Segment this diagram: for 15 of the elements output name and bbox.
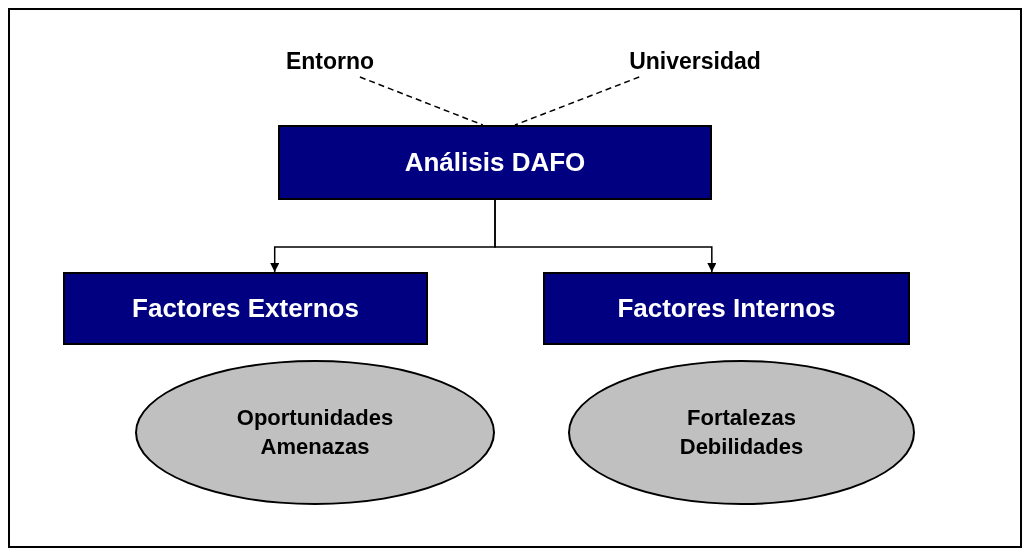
node-text: Debilidades — [679, 432, 804, 461]
node-label: Universidad — [629, 47, 761, 75]
dashed-line — [359, 76, 484, 126]
node-label: Entorno — [285, 47, 375, 75]
node-text: Oportunidades — [236, 403, 394, 432]
node-text: Factores Internos — [617, 293, 836, 324]
arrow — [494, 199, 717, 273]
node-text: Factores Externos — [132, 293, 359, 324]
node-text: Amenazas — [260, 432, 370, 461]
node-text: Fortalezas — [687, 403, 796, 432]
node-text: Análisis DAFO — [404, 147, 586, 178]
process-box — [543, 272, 910, 345]
dashed-line — [514, 76, 640, 126]
process-box — [278, 125, 712, 200]
process-box — [63, 272, 428, 345]
